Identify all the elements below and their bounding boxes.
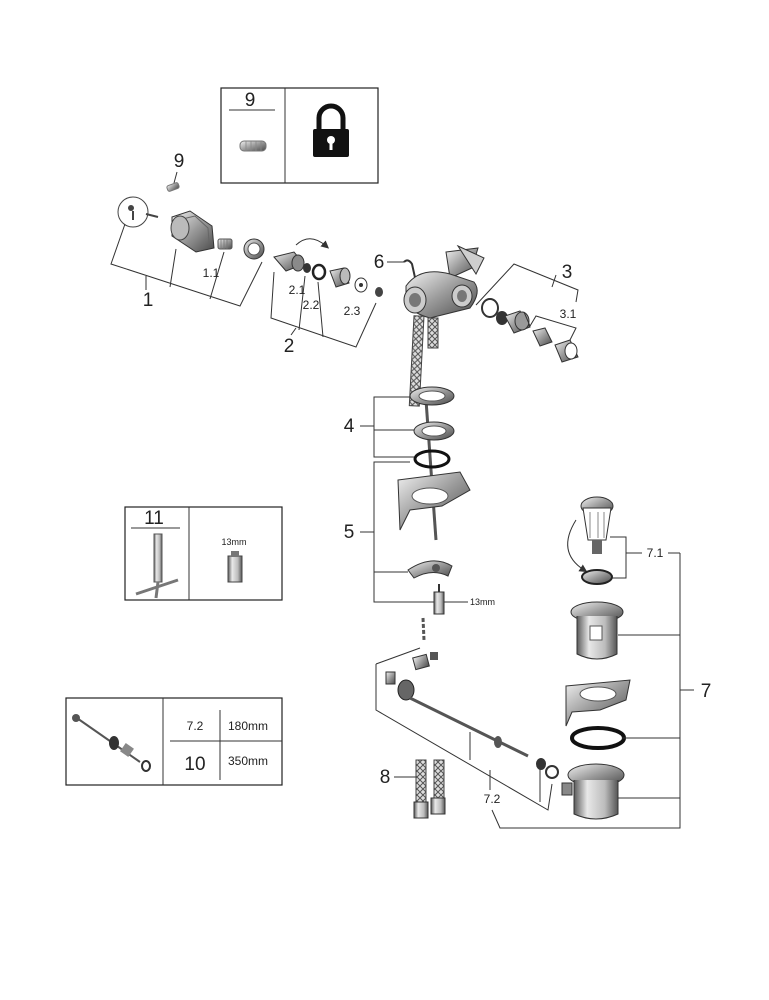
lift-rod — [424, 399, 438, 541]
callout-7-1: 7.1 — [647, 546, 664, 560]
callout-5-size: 13mm — [470, 597, 495, 607]
rod-length-box: 7.2 180mm 10 350mm — [65, 697, 283, 786]
mounting-set-4: 4 — [344, 386, 455, 469]
spare-part-box-9: 9 — [220, 87, 379, 184]
callout-2-3: 2.3 — [344, 304, 361, 318]
pull-rod-icon — [72, 714, 151, 772]
callout-2-2: 2.2 — [303, 298, 320, 312]
rod-row-1-ref: 7.2 — [187, 719, 204, 733]
cartridge-small-seal — [375, 287, 383, 297]
callout-6: 6 — [374, 252, 385, 273]
callout-4: 4 — [344, 416, 355, 437]
box-11-number: 11 — [144, 508, 164, 529]
rod-row-2-length: 350mm — [228, 754, 268, 768]
cartridge-washer-2-2 — [311, 263, 327, 281]
cartridge-bushing — [329, 267, 351, 288]
washer-3a — [481, 298, 499, 318]
spare-part-box-11: 11 13mm — [124, 506, 283, 601]
handle-screw-1-1 — [217, 238, 233, 250]
callout-5: 5 — [344, 522, 355, 543]
cartridge-assembly-3: 3 3.1 — [475, 262, 579, 363]
mounting-wrench-icon — [135, 533, 179, 599]
callout-7-2: 7.2 — [484, 792, 501, 806]
rod-row-1-length: 180mm — [228, 719, 268, 733]
cartridge-seal-2-3 — [354, 277, 368, 293]
cartridge-3 — [504, 310, 531, 334]
mounting-set-5: 13mm 5 — [344, 461, 495, 641]
cap-3-1b — [554, 339, 579, 363]
callout-8: 8 — [380, 767, 391, 788]
grub-screw-icon — [239, 140, 267, 152]
handle-ring — [243, 238, 265, 260]
callout-3: 3 — [562, 262, 573, 283]
cartridge-spindle — [273, 251, 305, 272]
faucet-body-6: 6 — [374, 244, 485, 407]
cartridge-assembly-2: 2.1 2.2 2.3 2 — [270, 238, 383, 357]
cartridge-ring-2-1 — [303, 263, 311, 273]
padlock-icon — [313, 103, 349, 157]
pop-up-linkage-7-2: 7.2 — [375, 647, 559, 811]
callout-3-1: 3.1 — [560, 307, 577, 321]
callout-9: 9 — [174, 151, 185, 172]
nut-3-1a — [532, 327, 553, 347]
callout-1-1: 1.1 — [203, 266, 220, 280]
handle-cap — [117, 196, 159, 228]
callout-2: 2 — [284, 336, 295, 357]
box-9-number: 9 — [245, 90, 256, 111]
pop-up-waste-7: 7.1 7 — [491, 496, 712, 829]
grub-screw — [166, 182, 180, 192]
seal-3b — [496, 311, 508, 325]
callout-1: 1 — [143, 290, 154, 311]
rod-row-2-ref: 10 — [184, 754, 205, 775]
hex-nut-icon — [227, 551, 243, 583]
callout-2-1: 2.1 — [289, 283, 306, 297]
handle-assembly-1: 9 1 1.1 — [110, 151, 265, 311]
supply-hoses-8: 8 — [380, 759, 446, 819]
lever-handle — [170, 210, 215, 253]
box-11-size: 13mm — [221, 537, 246, 547]
callout-7: 7 — [701, 681, 712, 702]
